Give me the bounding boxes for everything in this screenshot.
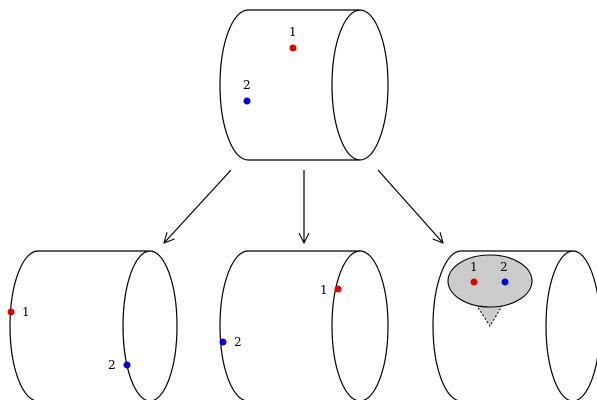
bottom-left-label-1: 1 — [22, 305, 30, 319]
bottom-middle-cylinder: 1 2 — [219, 250, 389, 400]
top-point-2 — [243, 97, 251, 105]
arrow-left — [164, 169, 232, 243]
top-label-1: 1 — [289, 25, 297, 39]
top-cylinder: 1 2 — [219, 9, 389, 161]
bottom-left-point-1 — [7, 308, 15, 316]
bottom-middle-cylinder-end — [331, 250, 389, 400]
arrow-right — [377, 169, 443, 243]
bottom-right-region-tail — [476, 305, 503, 327]
top-cylinder-body — [219, 9, 360, 161]
bottom-middle-point-2 — [219, 338, 227, 346]
bottom-left-label-2: 2 — [108, 358, 116, 372]
bottom-left-cylinder-end — [122, 250, 178, 400]
bottom-middle-point-1 — [334, 285, 342, 293]
bottom-right-point-1 — [470, 278, 478, 286]
bottom-right-cylinder: 1 2 — [432, 250, 597, 400]
bottom-left-cylinder: 1 2 — [7, 250, 178, 400]
bottom-right-cylinder-end — [545, 250, 597, 400]
top-point-1 — [289, 44, 297, 52]
top-label-2: 2 — [243, 78, 251, 92]
bottom-left-cylinder-body — [9, 250, 150, 400]
top-cylinder-end — [331, 9, 389, 161]
bottom-right-point-2 — [501, 278, 509, 286]
bottom-right-cylinder-body — [432, 250, 573, 400]
bottom-right-label-1: 1 — [470, 260, 478, 274]
bottom-left-point-2 — [123, 361, 131, 369]
bottom-middle-label-2: 2 — [234, 335, 242, 349]
bottom-middle-cylinder-body — [219, 250, 360, 400]
bottom-right-label-2: 2 — [500, 260, 508, 274]
bottom-middle-label-1: 1 — [320, 283, 328, 297]
bottom-right-region — [447, 254, 533, 308]
